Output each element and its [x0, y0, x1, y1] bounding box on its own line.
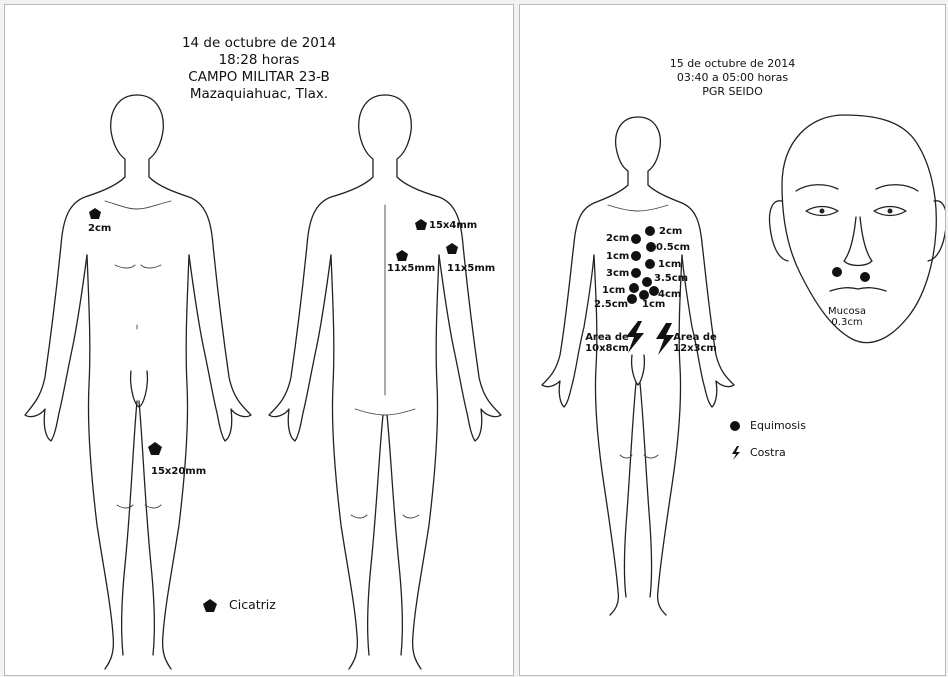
legend-bruise-label: Equimosis	[750, 419, 806, 432]
torso-label-l1: 2cm	[606, 233, 629, 244]
mucosa-label-line2: 0.3cm	[824, 317, 870, 328]
legend-lightning-icon	[732, 446, 740, 460]
mucosa-dot-right	[860, 272, 870, 282]
label-thigh: 15x20mm	[151, 466, 206, 477]
area-label-right: Area de 12x3cm	[672, 332, 718, 354]
label-chest: 2cm	[88, 223, 111, 234]
scar-marker-thigh	[148, 442, 162, 455]
scar-marker-chest	[89, 208, 101, 219]
legend-scar-label: Cicatriz	[229, 597, 276, 612]
area-label-left-line1: Area de	[584, 332, 630, 343]
mucosa-dot-left	[832, 267, 842, 277]
legend-dot-icon	[730, 421, 740, 431]
left-figures	[5, 5, 513, 675]
label-back-left: 11x5mm	[387, 263, 435, 274]
torso-label-r6: 1cm	[642, 299, 665, 310]
front-body-figure-small	[542, 117, 734, 615]
bruise-dot-8	[629, 283, 639, 293]
front-body-figure	[25, 95, 251, 669]
area-label-right-line2: 12x3cm	[672, 343, 718, 354]
torso-label-r3: 1cm	[658, 259, 681, 270]
bruise-dot-4	[631, 251, 641, 261]
bruise-dot-6	[631, 268, 641, 278]
torso-label-l2: 1cm	[606, 251, 629, 262]
area-label-left: Area de 10x8cm	[584, 332, 630, 354]
torso-label-l3: 3cm	[606, 268, 629, 279]
torso-label-r1: 2cm	[659, 226, 682, 237]
label-back-right: 11x5mm	[447, 263, 495, 274]
scar-marker-back-upper	[415, 219, 427, 230]
scar-marker-back-right	[446, 243, 458, 254]
area-label-left-line2: 10x8cm	[584, 343, 630, 354]
mucosa-label-line1: Mucosa	[824, 306, 870, 317]
bruise-dot-5	[645, 259, 655, 269]
torso-label-l5: 2.5cm	[594, 299, 628, 310]
left-body-diagram: 14 de octubre de 2014 18:28 horas CAMPO …	[4, 4, 514, 676]
right-body-diagram: 15 de octubre de 2014 03:40 a 05:00 hora…	[519, 4, 946, 676]
bruise-dot-2	[631, 234, 641, 244]
bruise-dot-11	[627, 294, 637, 304]
torso-label-l4: 1cm	[602, 285, 625, 296]
scar-legend-icon	[203, 599, 217, 612]
area-label-right-line1: Area de	[672, 332, 718, 343]
bruise-dot-7	[642, 277, 652, 287]
bruise-dot-3	[646, 242, 656, 252]
label-back-upper: 15x4mm	[429, 220, 477, 231]
torso-label-r2: 0.5cm	[656, 242, 690, 253]
mucosa-label: Mucosa 0.3cm	[824, 306, 870, 328]
torso-label-r4: 3.5cm	[654, 273, 688, 284]
legend-scab-label: Costra	[750, 446, 786, 459]
bruise-dot-1	[645, 226, 655, 236]
scar-marker-back-left	[396, 250, 408, 261]
